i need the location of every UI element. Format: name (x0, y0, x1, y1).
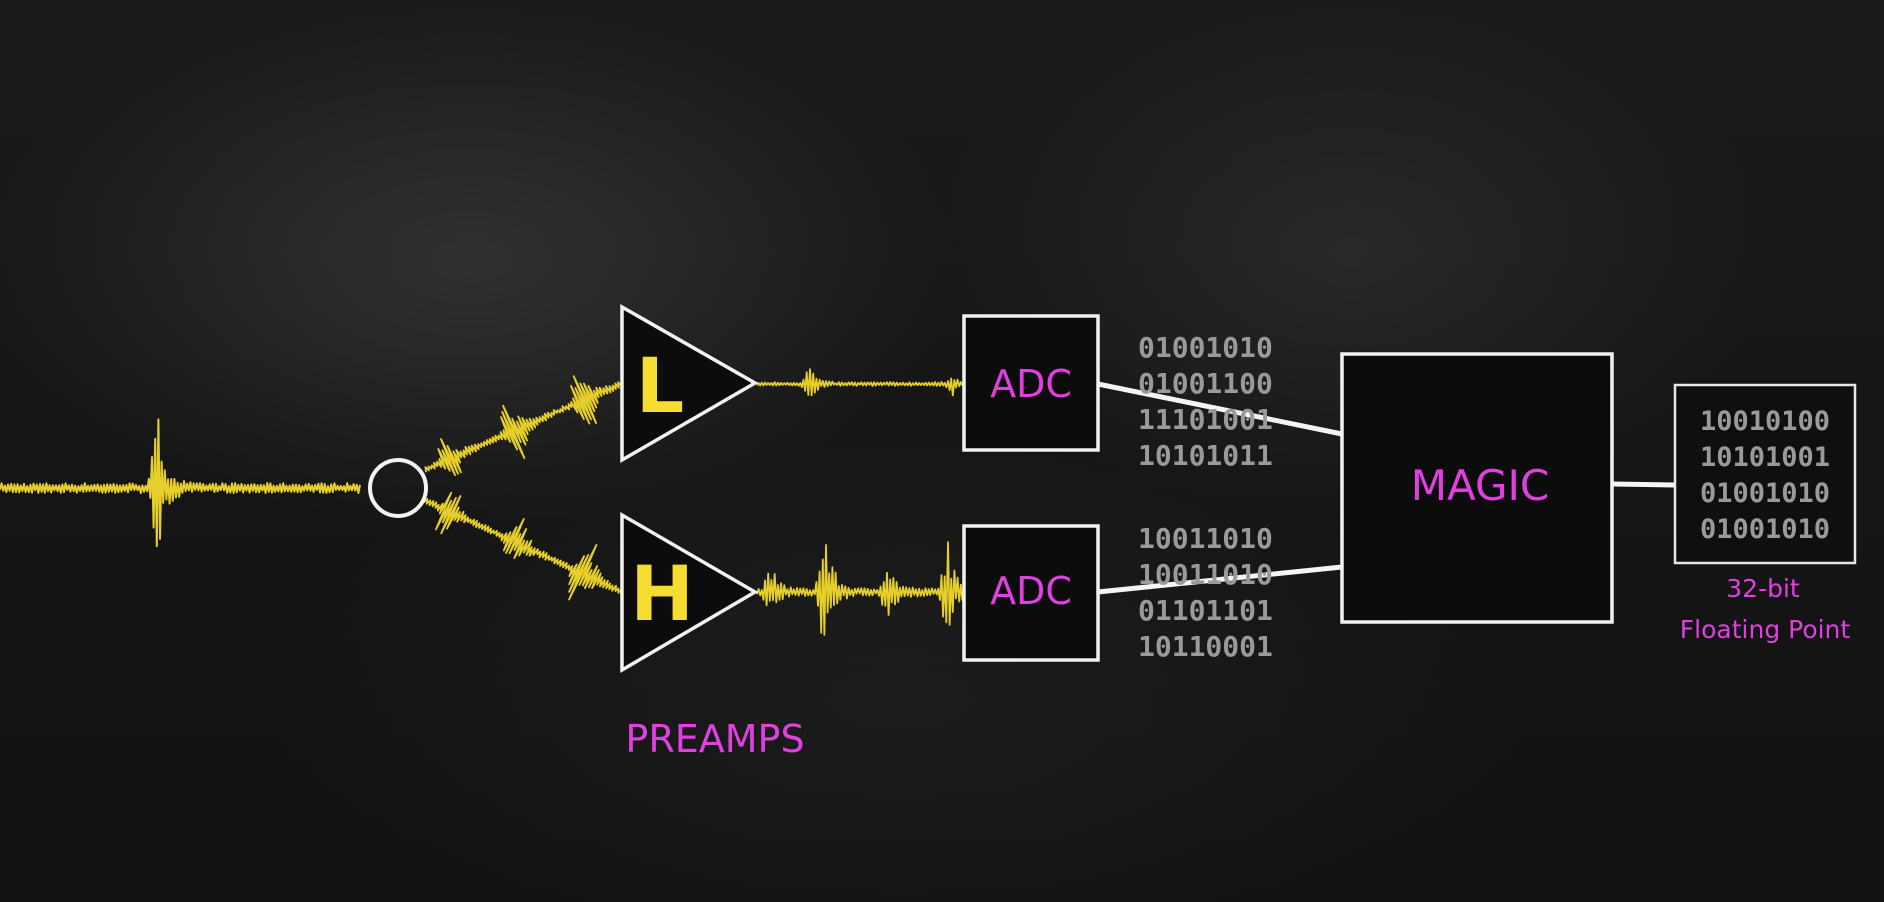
adc-bottom: ADC (962, 524, 1100, 662)
preamp-low: L (620, 303, 759, 464)
bits-high-row: 01101101 (1138, 594, 1273, 627)
connector-adc-top-to-magic (1095, 381, 1345, 437)
output-block: 10010100 10101001 01001010 01001010 32-b… (1673, 383, 1857, 644)
preamp-high-triangle (620, 511, 759, 674)
adc-top: ADC (962, 314, 1100, 452)
adc-bottom-label: ADC (990, 569, 1072, 613)
adc-top-box (962, 314, 1100, 452)
bits-low-row: 01001100 (1138, 367, 1273, 400)
bits-high-row: 10011010 (1138, 558, 1273, 591)
preamps-label: PREAMPS (625, 717, 804, 761)
output-bits-row: 10101001 (1700, 442, 1830, 473)
high-output-waveform (756, 541, 965, 636)
output-label-line2: Floating Point (1680, 615, 1851, 644)
connector-magic-to-output (1609, 481, 1678, 488)
bits-high: 10011010 10011010 01101101 10110001 (1138, 522, 1273, 663)
bits-high-row: 10110001 (1138, 630, 1273, 663)
bits-low-row: 01001010 (1138, 331, 1273, 364)
output-box (1673, 383, 1857, 565)
connector-adc-bottom-to-magic (1095, 564, 1345, 595)
bits-low-row: 11101001 (1138, 403, 1273, 436)
preamp-high: H (620, 511, 759, 674)
adc-bottom-box (962, 524, 1100, 662)
preamp-high-letter: H (630, 549, 694, 638)
magic-box (1340, 352, 1614, 624)
output-label-line1: 32-bit (1726, 574, 1800, 603)
bits-low: 01001010 01001100 11101001 10101011 (1138, 331, 1273, 472)
branch-low-waveform (424, 375, 623, 477)
connector-lines (1095, 381, 1678, 595)
low-output-waveform (756, 368, 965, 397)
preamp-low-letter: L (636, 341, 684, 430)
branch-high-waveform (423, 491, 623, 601)
output-bits-row: 01001010 (1700, 478, 1830, 509)
input-node-circle (368, 458, 428, 518)
preamp-low-triangle (620, 303, 759, 464)
magic-label: MAGIC (1411, 461, 1550, 510)
input-waveform (0, 418, 361, 548)
output-bits-row: 10010100 (1700, 406, 1830, 437)
waveforms (0, 368, 965, 636)
output-bits-row: 01001010 (1700, 514, 1830, 545)
adc-top-label: ADC (990, 362, 1072, 406)
bits-high-row: 10011010 (1138, 522, 1273, 555)
magic-block: MAGIC (1340, 352, 1614, 624)
bits-low-row: 10101011 (1138, 439, 1273, 472)
